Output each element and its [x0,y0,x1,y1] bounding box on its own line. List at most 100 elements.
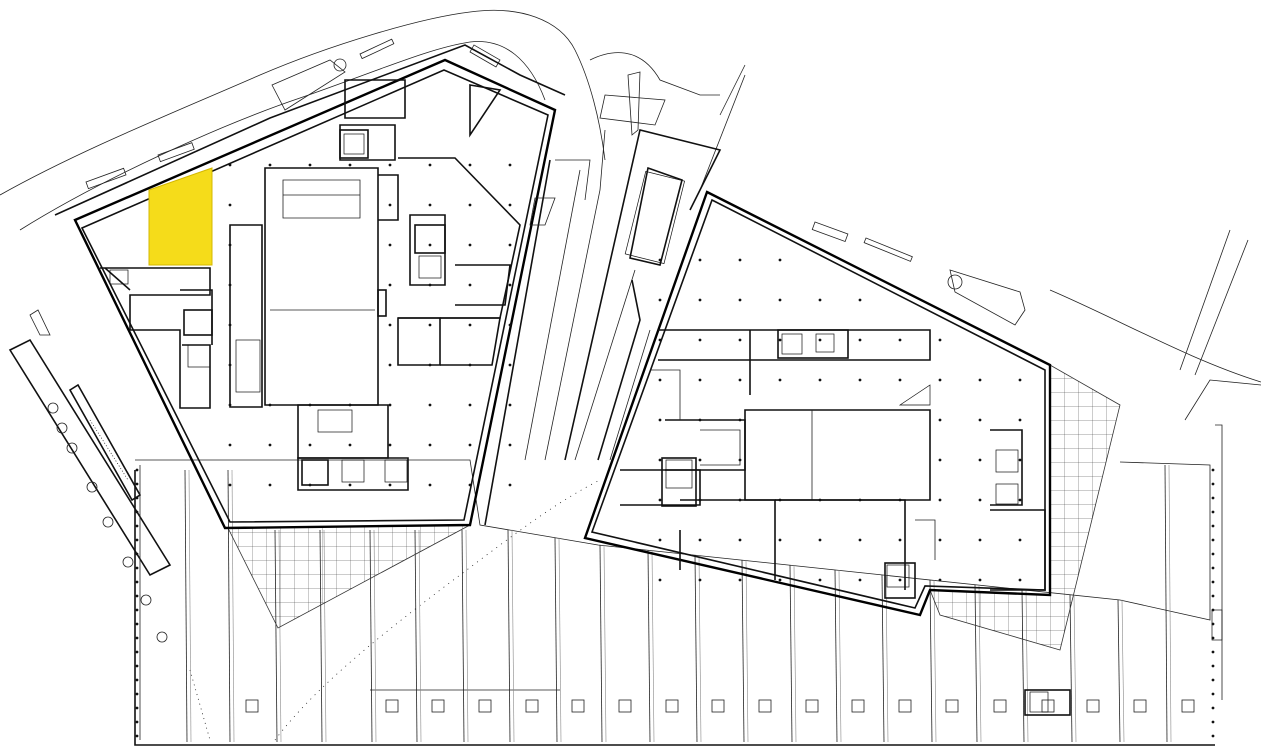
plaza-strip-divider [1121,599,1125,743]
highlighted-room[interactable] [148,167,213,266]
plaza-strip-divider [834,569,838,743]
column-dot [508,323,512,327]
column-dot [938,418,942,422]
column-dot [738,378,742,382]
column-dot [388,243,392,247]
column-dot [778,298,782,302]
column-dot [468,363,472,367]
plaza-strips [134,424,1223,746]
column-dot [698,298,702,302]
column-dot [1211,580,1215,584]
column-dot [1211,720,1215,724]
column-dot [898,538,902,542]
column-dot [978,538,982,542]
column-dot [1018,378,1022,382]
plaza-strip-divider [838,569,842,743]
column-dot [778,498,782,502]
column-dot [698,498,702,502]
column-dot [1211,594,1215,598]
planter-square [945,699,959,713]
column-dot [1018,418,1022,422]
column-dot [698,538,702,542]
plaza-strip-divider [465,529,469,743]
column-dot [778,538,782,542]
column-dot [738,298,742,302]
column-dot [658,578,662,582]
planter-square [431,699,445,713]
column-dot [388,443,392,447]
column-dot [658,258,662,262]
plaza-strip-divider [1117,599,1121,743]
site-furniture [85,38,1026,326]
site-curves [0,9,1261,421]
planter-square [1133,699,1147,713]
column-dot [135,510,139,514]
column-dot [1018,578,1022,582]
column-dot [1211,636,1215,640]
column-dot [818,498,822,502]
plaza-strip-divider [741,560,745,743]
central-passage [484,129,722,526]
column-dot [698,458,702,462]
column-dot [468,283,472,287]
column-dot [388,483,392,487]
column-dot [508,483,512,487]
column-dot [388,163,392,167]
planter-square [898,699,912,713]
plaza-strip-divider [599,545,603,743]
column-dot [428,363,432,367]
column-dot [135,524,139,528]
column-dot [268,403,272,407]
planter-square [618,699,632,713]
column-dot [508,443,512,447]
planter-square [1181,699,1195,713]
column-dot [228,403,232,407]
column-dot [228,243,232,247]
plaza-strip-divider [461,529,465,743]
plaza-strip-dividers [184,464,1172,743]
column-dot [1211,552,1215,556]
column-dot [858,538,862,542]
column-dot [135,734,139,738]
column-dot [1211,734,1215,738]
column-dot [698,258,702,262]
column-dot [348,483,352,487]
column-dot [135,720,139,724]
column-dot [228,323,232,327]
plaza-planters [245,699,1195,713]
column-dot [858,338,862,342]
planter-square [525,699,539,713]
column-dot [388,323,392,327]
column-dot [508,283,512,287]
plaza-strip-divider [933,579,937,743]
plaza-strip-divider [698,555,702,743]
column-dot [135,706,139,710]
column-dot [508,363,512,367]
plaza-strip-divider [789,565,793,743]
column-dot [658,418,662,422]
column-dot [1018,538,1022,542]
column-dot [698,378,702,382]
column-dot [1211,566,1215,570]
column-dot [135,678,139,682]
column-dot [135,468,139,472]
column-dot [428,403,432,407]
planter-square [993,699,1007,713]
column-dot [978,498,982,502]
column-dot [508,243,512,247]
planter-square [851,699,865,713]
column-dot [938,498,942,502]
column-dot [778,258,782,262]
column-dot [468,403,472,407]
column-dot [348,403,352,407]
column-dot [818,578,822,582]
column-dot [698,418,702,422]
bottom-right-core [1024,609,1223,716]
planter-square [478,699,492,713]
column-dot [135,552,139,556]
column-dot [468,483,472,487]
plaza-strip-divider [554,537,558,743]
column-dot [898,498,902,502]
column-dot [978,418,982,422]
